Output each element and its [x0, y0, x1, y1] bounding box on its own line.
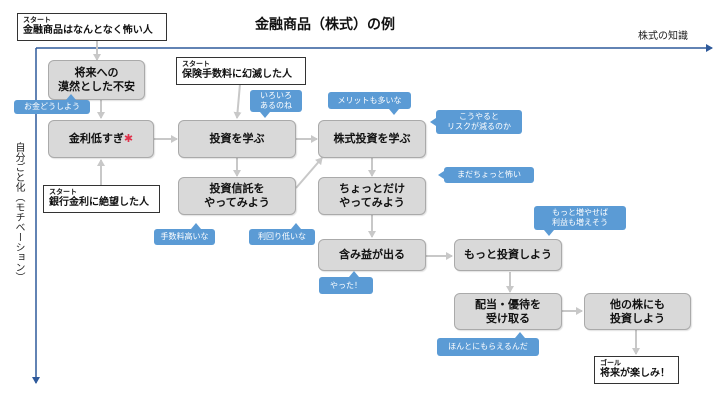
- step-other-stocks: 他の株にも投資しよう: [584, 293, 691, 330]
- bubble-did-it: やった！: [319, 271, 373, 294]
- start-note-scared: スタート 金融商品はなんとなく怖い人: [17, 13, 167, 41]
- bubble-merits: メリットも多いな: [328, 92, 411, 115]
- bubble-fee-high: 手数料高いな: [154, 223, 215, 245]
- step-anxiety: 将来への漠然とした不安: [48, 60, 145, 100]
- start-note-bank: スタート 銀行金利に絶望した人: [43, 185, 160, 213]
- arrow-trust-stock: [295, 157, 323, 189]
- diagram-title: 金融商品（株式）の例: [255, 17, 395, 33]
- bubble-really: ほんとにもらえるんだ: [437, 332, 539, 356]
- step-profit: 含み益が出る: [318, 239, 426, 271]
- step-dividend: 配当・優待を受け取る: [454, 293, 562, 330]
- y-axis-label: 自分ごと化（モチベーション）: [13, 142, 24, 282]
- arrow-start2-learn: [233, 83, 242, 119]
- bubble-various: いろいろあるのね: [250, 90, 302, 118]
- bubble-increase: もっと増やせば利益も増えそう: [534, 206, 626, 236]
- bubble-yield-low: 利回り低いな: [249, 223, 315, 245]
- step-try-little: ちょっとだけやってみよう: [318, 177, 426, 215]
- sparkle-icon: ✱: [123, 132, 134, 145]
- step-low-rate: 金利低すぎ✱: [48, 120, 154, 158]
- step-invest-more: もっと投資しよう: [454, 239, 562, 271]
- step-trust: 投資信託をやってみよう: [178, 177, 296, 215]
- bubble-reduce-risk: こうやるとリスクが減るのか: [430, 110, 522, 134]
- step-learn-stock: 株式投資を学ぶ: [318, 120, 426, 158]
- step-learn-invest: 投資を学ぶ: [178, 120, 296, 158]
- goal-note: ゴール 将来が楽しみ！: [594, 356, 679, 384]
- bubble-save-money: お金どうしよう: [14, 94, 90, 114]
- x-axis-label: 株式の知識: [638, 31, 688, 42]
- start-note-insurance: スタート 保険手数料に幻滅した人: [176, 57, 306, 85]
- bubble-still-scary: まだちょっと怖い: [438, 167, 534, 183]
